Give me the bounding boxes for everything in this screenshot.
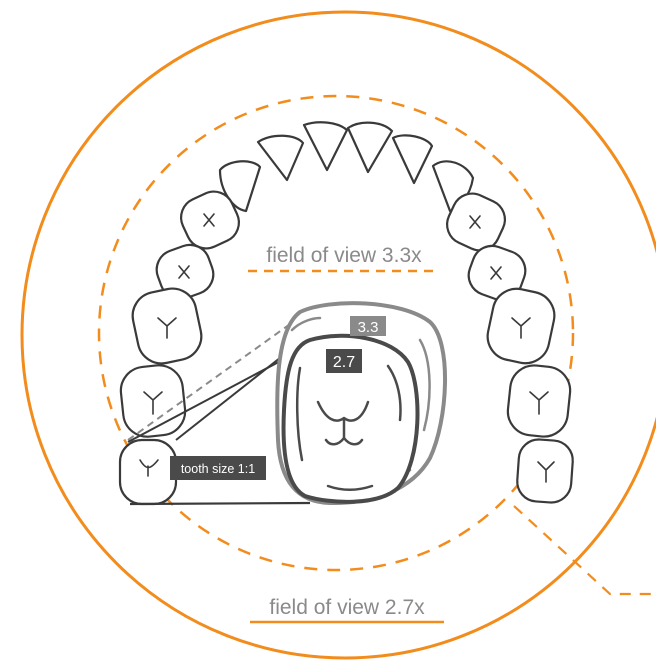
zoom-badge-33-text: 3.3 [358,319,379,336]
tooth-molar [516,438,574,504]
projection-line-27-bottom [130,503,310,504]
tooth-incisor [393,135,432,183]
tooth-incisor [258,136,303,180]
projection-line-27-mid [176,350,290,440]
fov-outer-label: field of view 2.7x [269,596,425,619]
tooth-incisor [304,122,347,170]
tooth-size-badge-text: tooth size 1:1 [181,462,255,476]
fov-inner-label: field of view 3.3x [266,244,422,267]
zoom-badge-27-text: 2.7 [333,354,355,371]
tooth-incisor [348,123,392,172]
